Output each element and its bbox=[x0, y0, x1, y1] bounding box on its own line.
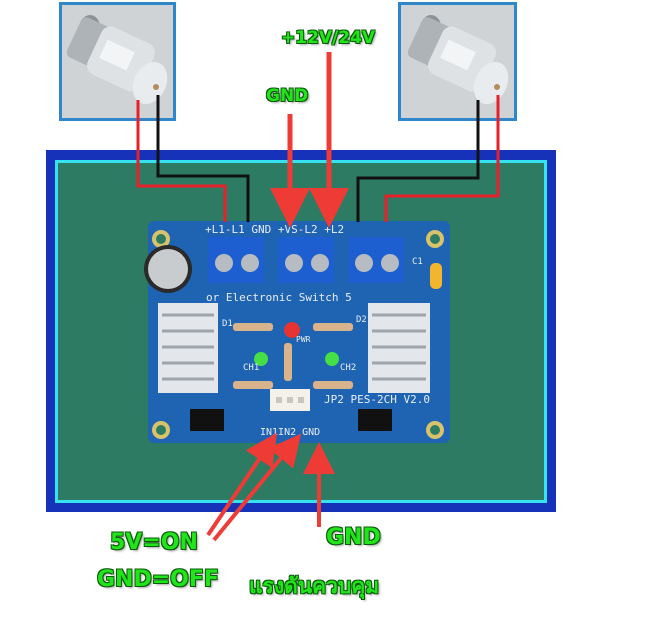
pcb-d1-label: D1 bbox=[222, 319, 233, 329]
motor-left-photo bbox=[59, 2, 176, 121]
wire-right-black bbox=[356, 100, 480, 222]
pcb-title-text: or Electronic Switch 5 bbox=[206, 291, 352, 304]
board-photo: +L1-L1 GND +VS-L2 +L2 or Electronic Swit… bbox=[55, 160, 547, 503]
in2-arrow bbox=[212, 433, 302, 542]
wire-left-black bbox=[156, 95, 250, 222]
control-voltage-label: แรงดันควบคุม bbox=[249, 574, 380, 598]
motor-right-illustration bbox=[401, 5, 514, 118]
pcb-input-labels: IN1IN2 GND bbox=[260, 427, 321, 438]
in1-arrow bbox=[206, 432, 277, 537]
on-label: 5V=ON bbox=[110, 530, 198, 555]
pcb-c1-label: C1 bbox=[412, 257, 423, 267]
wire-left-red bbox=[136, 100, 227, 222]
pcb-ch2-label: CH2 bbox=[340, 363, 357, 373]
pcb-d2-label: D2 bbox=[356, 315, 367, 325]
pcb-model-text: JP2 PES-2CH V2.0 bbox=[324, 393, 430, 406]
gnd-top-label: GND bbox=[266, 86, 309, 106]
pcb-pwr-label: PWR bbox=[296, 335, 311, 344]
wire-right-red bbox=[384, 95, 500, 222]
motor-left-illustration bbox=[62, 5, 173, 118]
pcb-ch1-label: CH1 bbox=[243, 363, 260, 373]
motor-right-photo bbox=[398, 2, 517, 121]
pcb-board bbox=[144, 221, 450, 443]
gnd-bottom-label: GND bbox=[326, 525, 381, 550]
off-label: GND=OFF bbox=[97, 567, 219, 592]
supply-label: +12V/24V bbox=[281, 28, 376, 48]
